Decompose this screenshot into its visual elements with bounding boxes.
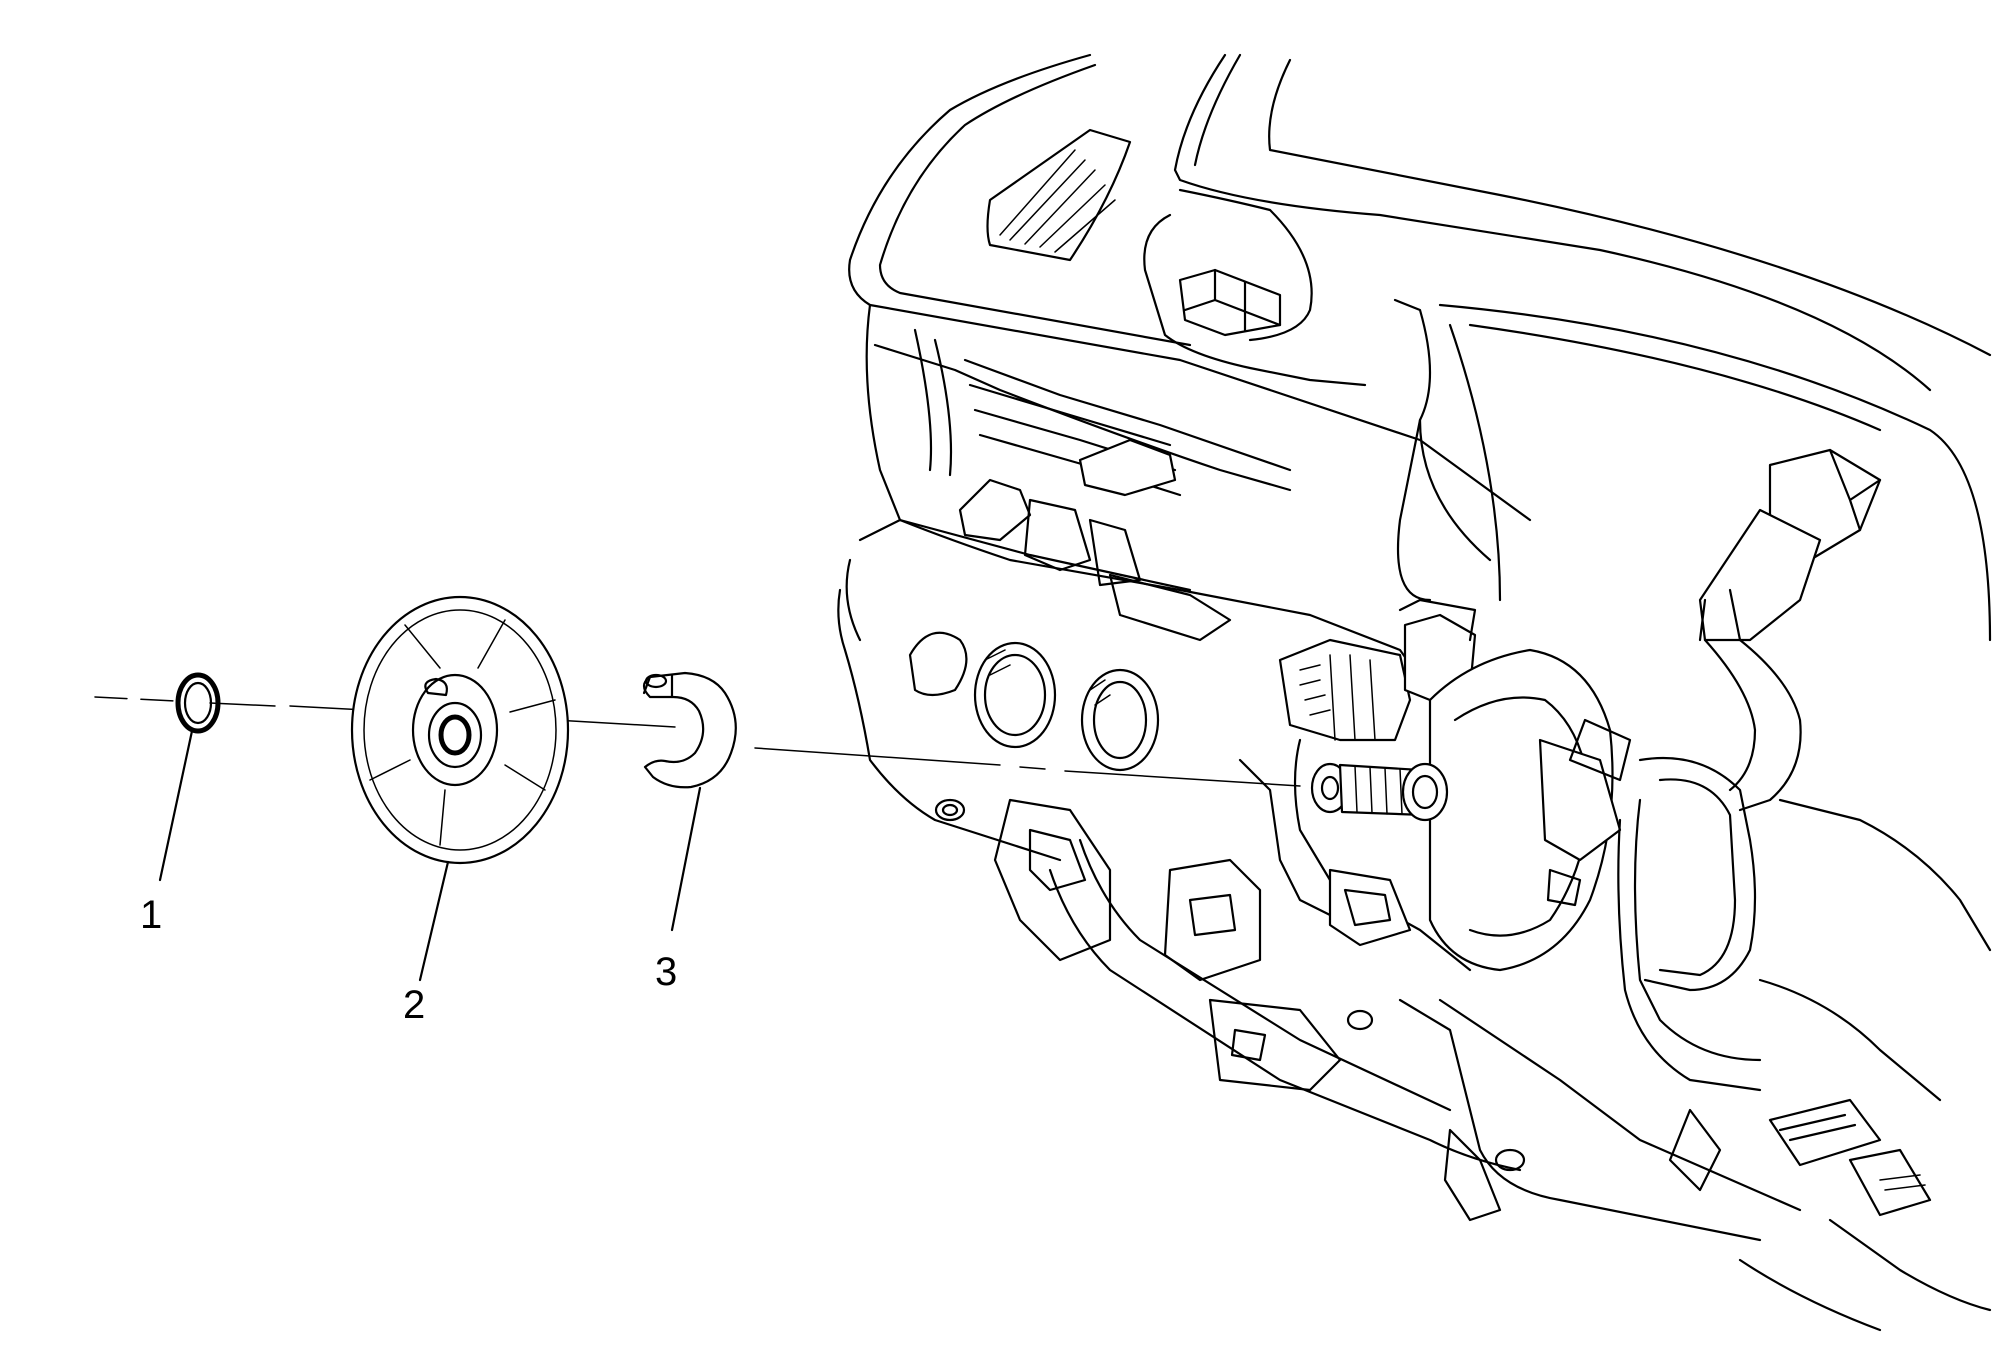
turn-signal-stalk xyxy=(1698,448,1882,812)
callout-label-3: 3 xyxy=(655,950,677,994)
part-3-clip xyxy=(642,671,737,789)
steering-column xyxy=(993,598,1802,1242)
leader-lines xyxy=(158,729,702,982)
callout-label-1: 1 xyxy=(140,893,162,937)
instrument-panel xyxy=(837,53,1992,862)
steering-wheel-frame xyxy=(1617,756,1992,1332)
part-1-retaining-ring xyxy=(175,672,221,734)
callout-label-2: 2 xyxy=(403,983,425,1027)
part-2-cover-disk xyxy=(350,595,570,865)
